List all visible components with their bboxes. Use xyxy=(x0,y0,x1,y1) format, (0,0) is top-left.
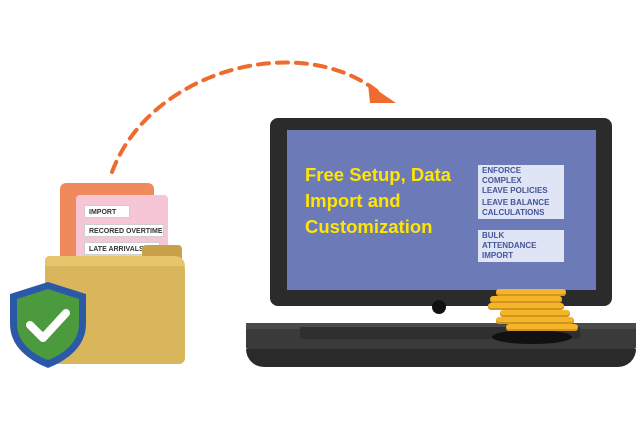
doc-tag-import: IMPORT xyxy=(84,205,130,218)
coin xyxy=(496,289,566,296)
laptop-base-edge xyxy=(246,323,636,329)
coin xyxy=(490,296,562,303)
feature-badge-leave-policies: ENFORCE COMPLEX LEAVE POLICIES xyxy=(478,165,564,197)
coin xyxy=(496,317,574,324)
coin xyxy=(506,324,578,331)
hero-title-line: Import and xyxy=(305,190,401,211)
hero-title-line: Customization xyxy=(305,216,433,237)
coin xyxy=(500,310,570,317)
hero-title: Free Setup, Data Import and Customizatio… xyxy=(305,162,475,240)
laptop-foot xyxy=(246,349,636,367)
feature-badge-line: LEAVE POLICIES xyxy=(482,186,548,195)
feature-badge-line: ENFORCE COMPLEX xyxy=(482,166,522,185)
feature-badge-line: LEAVE BALANCE xyxy=(482,198,550,207)
feature-badge-line: IMPORT xyxy=(482,251,514,260)
feature-badge-line: BULK ATTENDANCE xyxy=(482,231,537,250)
feature-badge-leave-balance: LEAVE BALANCE CALCULATIONS xyxy=(478,197,564,219)
webcam-icon xyxy=(432,300,446,314)
shield-check-icon xyxy=(10,282,86,368)
doc-tag-overtime: RECORED OVERTIME xyxy=(84,224,164,237)
doc-tag-late-arrivals: LATE ARRIVALS xyxy=(84,242,160,255)
feature-badge-line: CALCULATIONS xyxy=(482,208,545,217)
hero-title-line: Free Setup, Data xyxy=(305,164,451,185)
coin-shadow xyxy=(492,330,572,344)
coin xyxy=(488,303,564,310)
folder-lip xyxy=(45,256,185,266)
feature-badge-bulk-attendance: BULK ATTENDANCE IMPORT xyxy=(478,230,564,262)
